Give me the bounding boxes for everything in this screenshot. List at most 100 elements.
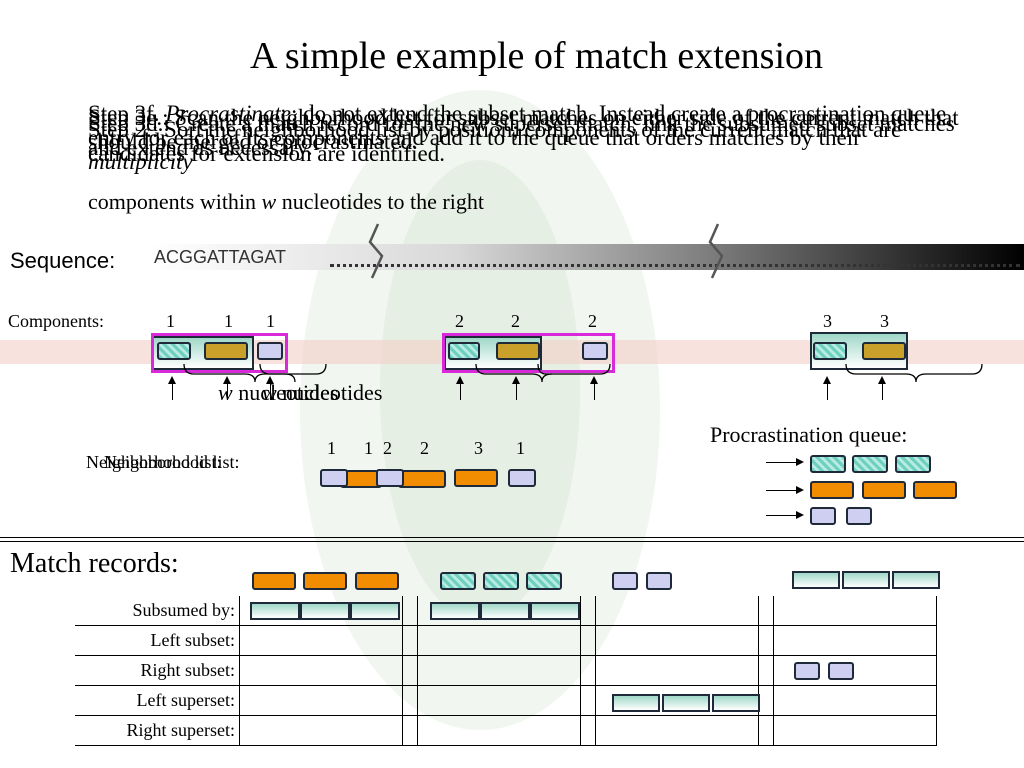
table-row: Right superset: [75,715,937,746]
gap [580,715,596,746]
match-1-lavender-component [257,342,283,360]
record-cell [595,596,759,626]
record-header-orange [303,572,347,590]
neighborhood-number: 3 [474,438,483,458]
step-note-a: components within [88,189,262,214]
row-label: Right subset: [75,655,240,686]
record-header-teal [526,572,562,590]
gap [580,655,596,686]
step-text-stack: Step 3f. Procrastinate: do not extend th… [88,102,978,214]
gap [758,685,774,716]
component-number: 2 [588,311,597,331]
position-arrow [266,376,274,400]
w-nucleotides-label: w nucleotides [218,380,338,406]
gap [758,596,774,626]
record-header-lavender [612,572,638,590]
record-cell [417,625,581,656]
match-records-title: Match records: [10,548,179,579]
record-cell [773,715,937,746]
row-label: Left superset: [75,685,240,716]
record-header-match-bar [892,571,940,589]
record-cell [239,655,403,686]
record-cell [417,715,581,746]
neighborhood-number: 1 [327,438,336,458]
record-cell [595,715,759,746]
left-superset-match-bar [712,694,760,712]
record-header-lavender [646,572,672,590]
neighborhood-orange-item [454,469,498,487]
step-3f: Step 3f. Procrastinate: do not extend th… [88,102,968,174]
queue-arrow [766,486,804,494]
record-cell [773,596,937,626]
row-label: Left subset: [75,625,240,656]
step-3d-prefix: Step 3d. [88,111,164,136]
step-3d: Step 3d.: Create a match record for the … [88,112,968,160]
subsumed-by-match-bar [530,602,580,620]
w-nucleotides-text: nucleotides [238,380,339,405]
record-header-orange [355,572,399,590]
queue-teal-item [852,455,888,473]
neighborhood-lavender-item [376,469,404,487]
match-2-gold-component [496,342,540,360]
section-divider [0,537,1024,542]
match-1-teal-component [157,342,191,360]
queue-orange-item [862,481,906,499]
step-note-b: nucleotides to the right [276,189,484,214]
step-3d-rest: : Create a match record for the new supe… [88,111,955,160]
step-3f-rest: : do not extend the subset match. Instea… [88,101,947,150]
gap [580,625,596,656]
background-leaf-inner [380,160,580,620]
step-3f-prefix: Step 3f. [88,101,160,126]
match-1-gold-component [204,342,248,360]
record-header-teal [440,572,476,590]
queue-lavender-item [846,507,872,525]
gap [580,596,596,626]
record-cell [595,625,759,656]
sequence-dots [330,248,1020,267]
record-header-match-bar [842,571,890,589]
record-header-teal [483,572,519,590]
component-number: 3 [823,311,832,331]
subsumed-by-match-bar [430,602,480,620]
position-arrow [168,376,176,400]
match-2-lavender-component [582,342,608,360]
step-3f-multiplicity: multiplicity [88,149,193,174]
position-arrow [456,376,464,400]
queue-orange-item [810,481,854,499]
neighborhood-lavender-item [508,469,536,487]
record-header-orange [252,572,296,590]
table-row: Left superset: [75,685,937,716]
position-arrow [878,376,886,400]
neighborhood-label: Neighborhood list: [86,452,222,472]
position-arrow [590,376,598,400]
position-arrow [512,376,520,400]
row-label: Right superset: [75,715,240,746]
record-cell [595,655,759,686]
component-number: 2 [455,311,464,331]
row-label: Subsumed by: [75,596,240,626]
neighborhood-orange-item [398,470,446,488]
record-header-match-bar [792,571,840,589]
left-superset-match-bar [612,694,660,712]
left-superset-match-bar [662,694,710,712]
record-cell [239,625,403,656]
procrastination-queue-label: Procrastination queue: [710,422,908,447]
step-2: Step 2.: Sort the neighborhood list by p… [88,118,968,166]
component-number: 3 [880,311,889,331]
match-1-highlight [151,333,288,373]
gap [580,685,596,716]
step-note: components within w nucleotides to the r… [88,190,484,214]
neighborhood-number: 2 [383,438,392,458]
sequence-label: Sequence: [10,248,116,273]
position-arrow [223,376,231,400]
record-cell [239,715,403,746]
table-row: Left subset: [75,625,937,656]
step-3e-rest: : Scan the neighborhood list for subset … [88,105,959,154]
gap [758,625,774,656]
queue-orange-item [913,481,957,499]
component-number: 2 [511,311,520,331]
neighborhood-number: 1 [364,438,373,458]
subsumed-by-match-bar [350,602,400,620]
queue-teal-item [895,455,931,473]
w-braces [183,363,983,383]
